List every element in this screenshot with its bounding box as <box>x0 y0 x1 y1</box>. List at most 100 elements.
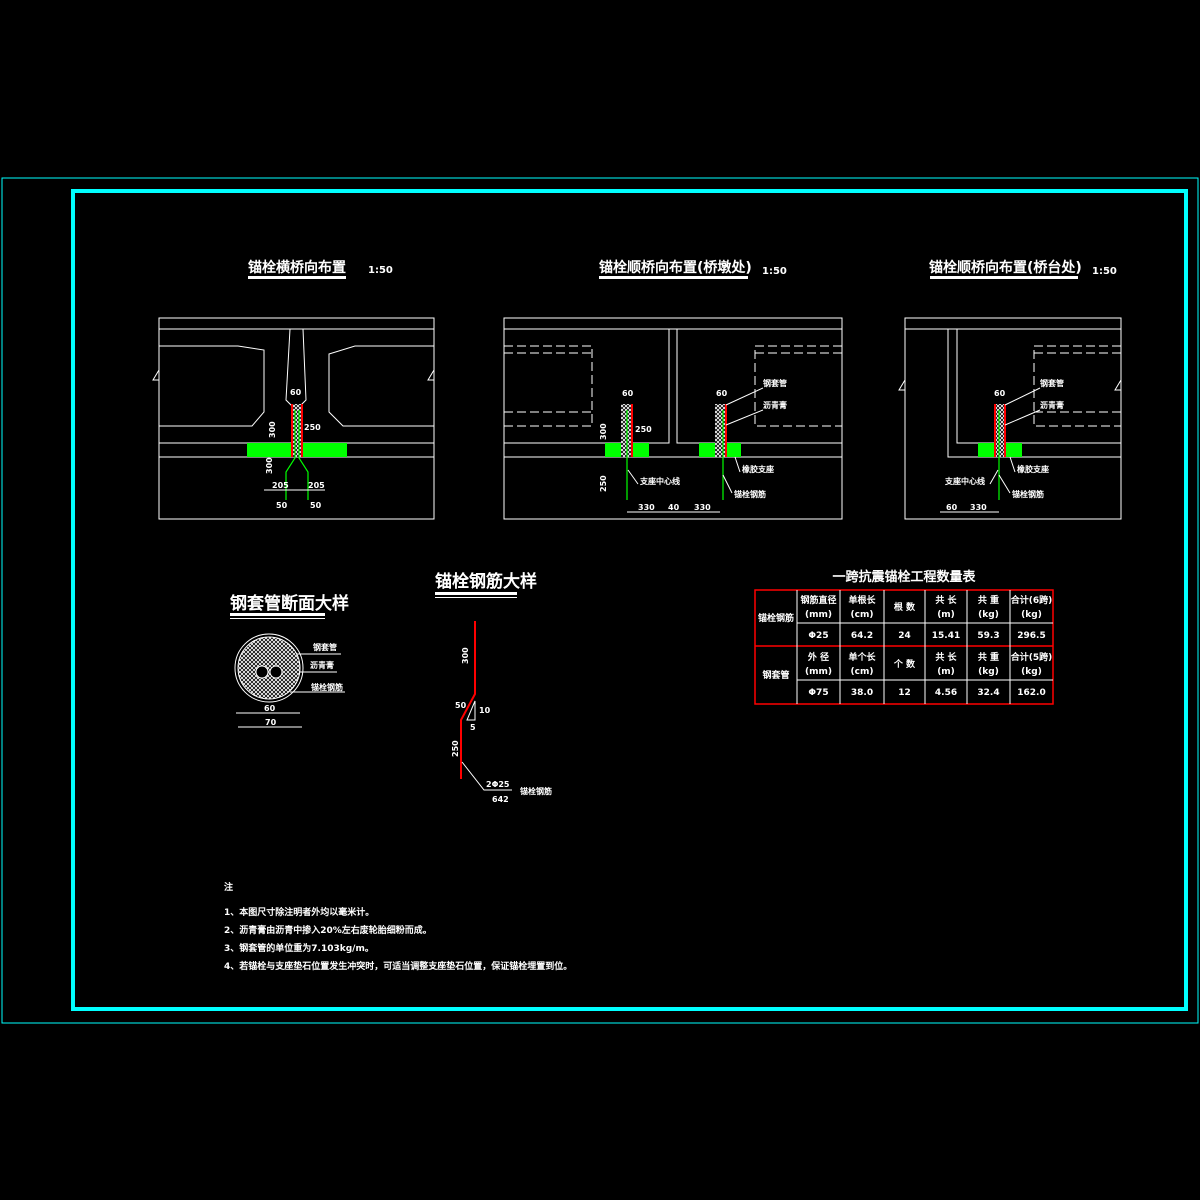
dim-label: 5 <box>470 723 476 732</box>
rebar-shape <box>460 621 476 779</box>
rebar-length: 642 <box>492 795 509 804</box>
notes: 注 1、本图尺寸除注明者外均以毫米计。 2、沥青膏由沥青中掺入20%左右废轮胎细… <box>224 881 572 972</box>
table-header-cell: 合计(5跨) <box>1011 651 1053 663</box>
dim-label: 300 <box>268 421 277 438</box>
dim-label: 60 <box>946 503 958 512</box>
label-asphalt: 沥青膏 <box>310 660 334 670</box>
table-cell: 59.3 <box>977 631 999 641</box>
label-centerline: 支座中心线 <box>944 476 985 486</box>
table-header-cell: 共 长 <box>935 594 957 606</box>
steel-casing <box>995 404 1005 457</box>
steel-casing <box>292 404 302 457</box>
dim-label: 60 <box>264 704 276 713</box>
note-item: 2、沥青膏由沥青中掺入20%左右废轮胎细粉而成。 <box>224 924 432 936</box>
table-header-cell: 合计(6跨) <box>1011 594 1053 606</box>
dim-label: 300 <box>265 457 274 474</box>
table-group-label: 钢套管 <box>762 669 789 681</box>
title-underline <box>930 276 1078 279</box>
label-steel-casing: 钢套管 <box>763 378 787 388</box>
view-border <box>158 317 435 520</box>
note-item: 4、若锚栓与支座垫石位置发生冲突时，可适当调整支座垫石位置，保证锚栓埋置到位。 <box>224 960 572 972</box>
label-bearing: 橡胶支座 <box>1017 464 1049 474</box>
dim-label: 60 <box>716 389 728 398</box>
table-cell: Φ25 <box>808 631 828 641</box>
dim-label: 60 <box>290 388 302 397</box>
dim-label: 330 <box>638 503 655 512</box>
dim-label: 300 <box>461 647 470 664</box>
transverse-title: 锚栓横桥向布置 <box>248 259 346 276</box>
label-rebar: 锚栓钢筋 <box>734 489 766 499</box>
table-cell: 12 <box>898 688 911 698</box>
table-header-cell: 单个长 <box>848 651 876 663</box>
girder-web <box>285 328 307 411</box>
table-header-cell: 共 长 <box>935 651 957 663</box>
dim-label: 330 <box>694 503 711 512</box>
label-centerline: 支座中心线 <box>639 476 680 486</box>
casing-outer <box>234 633 304 703</box>
girder-outline <box>159 345 434 427</box>
table-header-unit: (mm) <box>805 610 832 620</box>
table-header-cell: 共 重 <box>978 594 999 606</box>
table-header-unit: (mm) <box>805 667 832 677</box>
anchor-rebar <box>285 410 309 500</box>
casing-detail-title: 钢套管断面大样 <box>230 593 349 614</box>
table-cell: Φ75 <box>808 688 828 698</box>
note-item: 3、钢套管的单位重为7.103kg/m。 <box>224 942 374 954</box>
title-underline <box>599 276 748 279</box>
girder-left-dashed <box>504 345 593 427</box>
dim-label: 50 <box>276 501 288 510</box>
table-cell: 162.0 <box>1017 688 1045 698</box>
view-border <box>904 317 1122 520</box>
table-header-cell: 单根长 <box>848 594 876 606</box>
table-header-cell: 共 重 <box>978 651 999 663</box>
rebar-spec: 2Φ25 <box>486 780 510 789</box>
quantity-table: 一跨抗震锚栓工程数量表 锚栓钢筋 钢套管 钢筋直径(mm)Φ25单根长(cm)6… <box>754 569 1054 705</box>
dim-label: 330 <box>970 503 987 512</box>
table-cell: 38.0 <box>851 688 873 698</box>
notes-heading: 注 <box>224 881 233 893</box>
table-header-cell: 钢筋直径 <box>800 594 836 606</box>
table-cell: 64.2 <box>851 631 873 641</box>
table-cell: 4.56 <box>935 688 957 698</box>
label-steel-casing: 钢套管 <box>313 642 337 652</box>
table-header-unit: (cm) <box>851 667 874 677</box>
table-header-unit: (cm) <box>851 610 874 620</box>
pier-title: 锚栓顺桥向布置(桥墩处) <box>599 259 752 276</box>
dim-label: 250 <box>599 475 608 492</box>
dim-label: 250 <box>304 423 321 432</box>
dim-label: 10 <box>479 706 491 715</box>
dim-label: 205 <box>272 481 289 490</box>
transverse-scale: 1:50 <box>368 265 393 276</box>
dim-label: 250 <box>451 740 460 757</box>
table-header-unit: (kg) <box>1021 667 1042 677</box>
dim-label: 205 <box>308 481 325 490</box>
abutment-view: 锚栓顺桥向布置(桥台处) 1:50 60 60 330 钢套管 沥青膏 橡胶支座… <box>898 259 1122 520</box>
rebar-label: 锚栓钢筋 <box>520 786 552 796</box>
inner-frame <box>71 189 1188 1011</box>
abutment-scale: 1:50 <box>1092 266 1117 277</box>
table-header-unit: (kg) <box>978 610 999 620</box>
label-asphalt: 沥青膏 <box>1040 400 1064 410</box>
table-header-cell: 个 数 <box>893 658 916 670</box>
dim-label: 70 <box>265 718 277 727</box>
table-header-unit: (m) <box>937 667 955 677</box>
table-header-unit: (kg) <box>1021 610 1042 620</box>
table-header-unit: (kg) <box>978 667 999 677</box>
dim-label: 50 <box>310 501 322 510</box>
label-asphalt: 沥青膏 <box>763 400 787 410</box>
girder-right-dashed <box>754 345 842 427</box>
table-cell: 24 <box>898 631 911 641</box>
label-rebar: 锚栓钢筋 <box>1012 489 1044 499</box>
outer-frame <box>1 177 1199 1024</box>
table-cell: 15.41 <box>932 631 960 641</box>
table-header-cell: 根 数 <box>894 601 916 613</box>
label-rebar: 锚栓钢筋 <box>311 682 343 692</box>
steel-casing <box>715 404 726 457</box>
transverse-view: 锚栓横桥向布置 1:50 60 300 250 300 205 205 50 5… <box>152 259 435 520</box>
pier-view: 锚栓顺桥向布置(桥墩处) 1:50 60 60 300 250 250 330 … <box>503 259 843 520</box>
table-title: 一跨抗震锚栓工程数量表 <box>832 569 976 585</box>
table-header-cell: 外 径 <box>807 651 829 663</box>
dim-label: 60 <box>994 389 1006 398</box>
dim-label: 250 <box>635 425 652 434</box>
casing-detail: 钢套管断面大样 钢套管 沥青膏 锚栓钢筋 60 70 <box>230 593 349 728</box>
